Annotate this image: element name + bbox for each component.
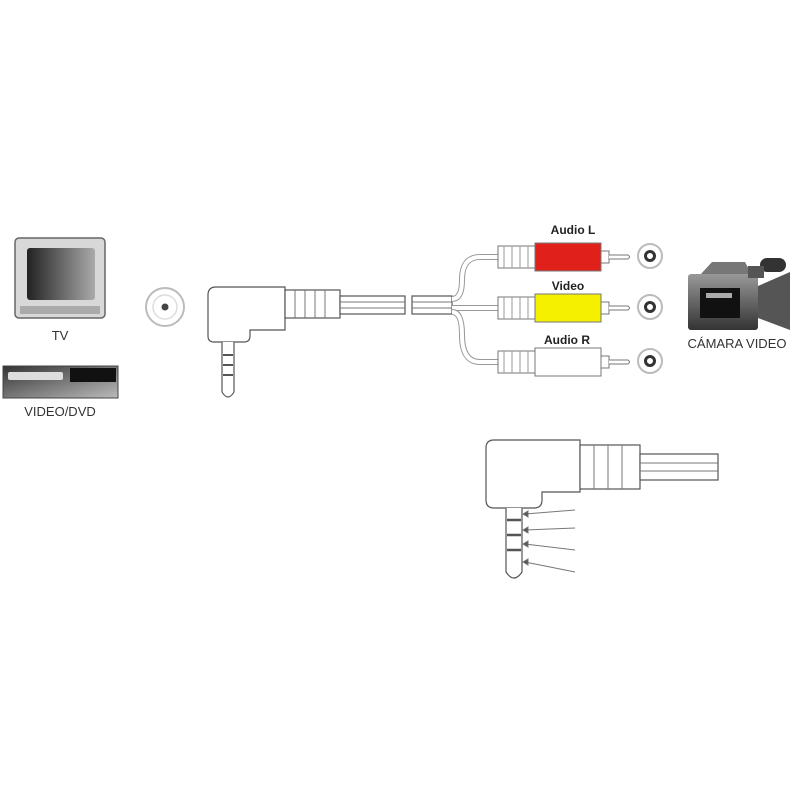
- jack-socket-icon: [145, 287, 185, 327]
- tv-icon: [14, 237, 106, 319]
- dvd-player-icon: [2, 365, 119, 399]
- camera-label: CÁMARA VIDEO: [688, 336, 787, 351]
- rca-socket-icon: [637, 243, 663, 269]
- video-dvd-label: VIDEO/DVD: [24, 404, 96, 419]
- video-label: Video: [552, 279, 584, 293]
- rca-plug-video: [497, 293, 630, 323]
- tv-label: TV: [52, 328, 69, 343]
- rca-plug-audio-r: [497, 347, 630, 377]
- jack-plug-icon: [207, 286, 406, 398]
- audio-r-label: Audio R: [544, 333, 590, 347]
- rca-socket-icon: [637, 294, 663, 320]
- audio-l-label: Audio L: [551, 223, 596, 237]
- video-camera-icon: [688, 258, 790, 330]
- rca-plug-audio-l: [497, 242, 630, 272]
- split-cable: [411, 254, 500, 365]
- rca-socket-icon: [637, 348, 663, 374]
- jack-plug-detail-icon: [485, 439, 719, 579]
